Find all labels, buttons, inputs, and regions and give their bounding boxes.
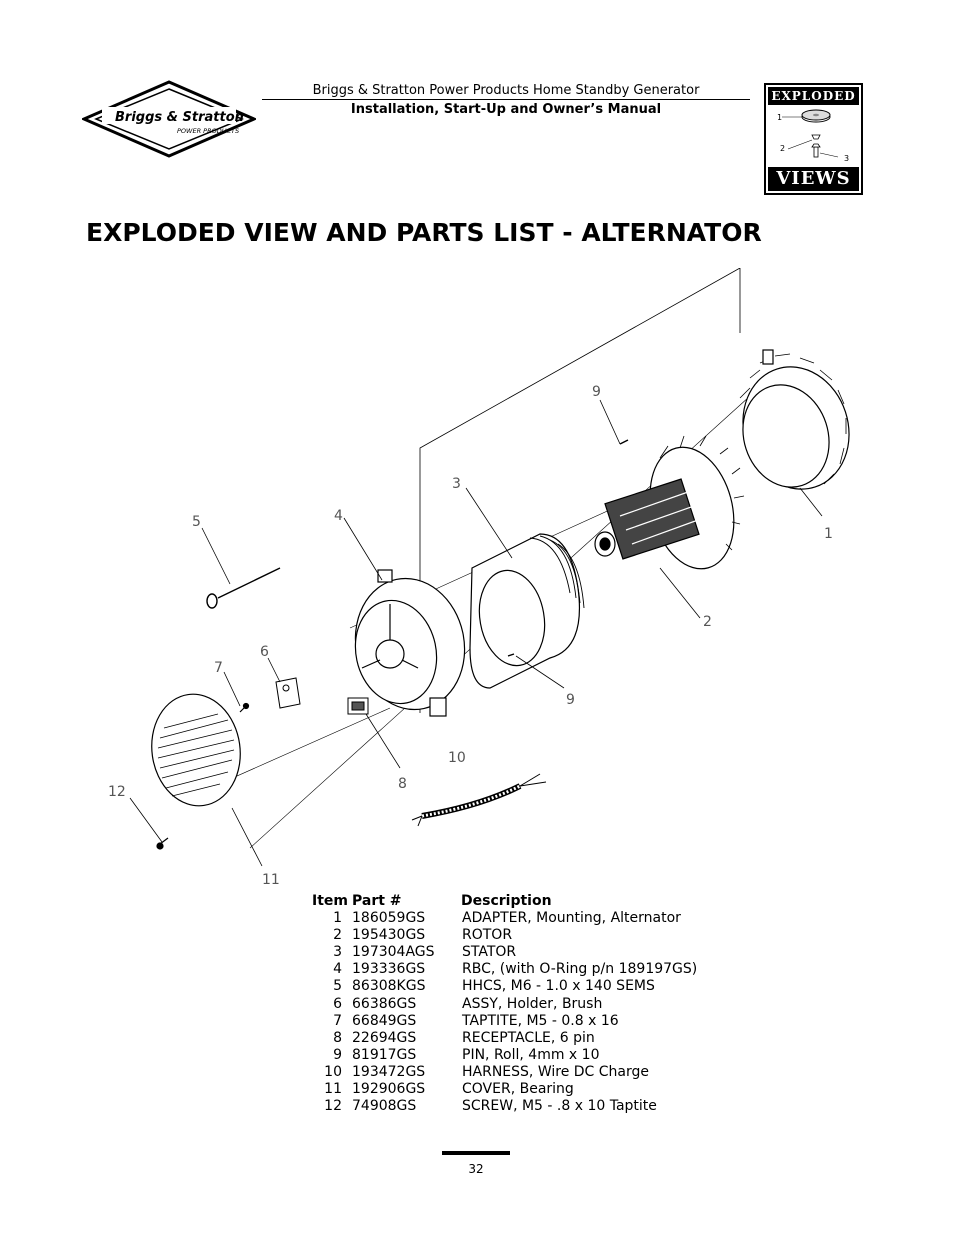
part-description: RBC, (with O-Ring p/n 189197GS) <box>462 961 698 978</box>
callout-12: 12 <box>108 784 126 800</box>
parts-list-header: Item Part # Description <box>312 893 722 910</box>
part-number: 193336GS <box>352 961 426 978</box>
part-stator <box>469 533 585 689</box>
part-harness <box>411 773 547 827</box>
part-brush-holder <box>275 677 301 709</box>
callout-10: 10 <box>448 750 466 766</box>
callout-3: 3 <box>452 476 461 492</box>
footer-rule <box>442 1151 510 1155</box>
part-description: TAPTITE, M5 - 0.8 x 16 <box>462 1012 619 1029</box>
parts-row: 9 81917GS PIN, Roll, 4mm x 10 <box>312 1047 722 1064</box>
badge-callout-2: 2 <box>780 144 785 153</box>
part-number: 192906GS <box>352 1081 426 1098</box>
callout-2: 2 <box>703 614 712 630</box>
item-number: 12 <box>324 1098 342 1115</box>
page-number: 32 <box>468 1162 484 1176</box>
callout-4: 4 <box>334 508 343 524</box>
parts-row: 7 66849GS TAPTITE, M5 - 0.8 x 16 <box>312 1013 722 1030</box>
part-number: 81917GS <box>352 1046 417 1063</box>
logo-wordmark: Briggs & Stratton <box>115 110 244 125</box>
part-number: 66386GS <box>352 995 417 1012</box>
part-description: HARNESS, Wire DC Charge <box>462 1063 650 1080</box>
part-bearing-cover <box>151 693 241 807</box>
part-description: SCREW, M5 - .8 x 10 Taptite <box>462 1098 657 1115</box>
part-roll-pins <box>507 439 629 657</box>
parts-row: 8 22694GS RECEPTACLE, 6 pin <box>312 1030 722 1047</box>
callout-6: 6 <box>260 644 269 660</box>
part-screw-cover <box>156 837 169 850</box>
item-number: 9 <box>333 1046 342 1063</box>
header-description: Description <box>461 893 552 909</box>
part-rbc <box>354 569 466 717</box>
part-description: HHCS, M6 - 1.0 x 140 SEMS <box>462 978 655 995</box>
callout-9-top: 9 <box>592 384 601 400</box>
item-number: 8 <box>333 1029 342 1046</box>
item-number: 10 <box>324 1063 342 1080</box>
part-number: 186059GS <box>352 910 426 927</box>
part-description: PIN, Roll, 4mm x 10 <box>462 1046 600 1063</box>
item-number: 3 <box>333 944 342 961</box>
item-number: 5 <box>333 978 342 995</box>
logo-subtext: POWER PRODUCTS <box>177 127 239 135</box>
header-rule <box>262 99 750 100</box>
item-number: 2 <box>333 927 342 944</box>
parts-row: 6 66386GS ASSY, Holder, Brush <box>312 996 722 1013</box>
part-number: 74908GS <box>352 1098 417 1115</box>
item-number: 7 <box>333 1012 342 1029</box>
part-description: RECEPTACLE, 6 pin <box>462 1029 595 1046</box>
badge-callout-1: 1 <box>777 113 782 122</box>
part-adapter-mounting <box>739 349 850 490</box>
header-line-2: Installation, Start-Up and Owner’s Manua… <box>350 102 662 117</box>
part-hhcs-bolt <box>206 567 281 609</box>
parts-row: 1 186059GS ADAPTER, Mounting, Alternator <box>312 910 722 927</box>
parts-row: 5 86308KGS HHCS, M6 - 1.0 x 140 SEMS <box>312 978 722 995</box>
parts-row: 2 195430GS ROTOR <box>312 927 722 944</box>
badge-callout-3: 3 <box>844 154 849 163</box>
callout-5: 5 <box>192 514 201 530</box>
part-description: ASSY, Holder, Brush <box>462 995 603 1012</box>
part-rotor <box>594 435 745 570</box>
header-line-1: Briggs & Stratton Power Products Home St… <box>312 83 700 98</box>
callout-1: 1 <box>824 526 833 542</box>
part-description: ADAPTER, Mounting, Alternator <box>462 910 681 927</box>
parts-row: 10 193472GS HARNESS, Wire DC Charge <box>312 1064 722 1081</box>
badge-bottom-label: VIEWS <box>768 167 859 191</box>
callout-9-bottom: 9 <box>566 692 575 708</box>
parts-row: 3 197304AGS STATOR <box>312 944 722 961</box>
item-number: 6 <box>333 995 342 1012</box>
parts-row: 11 192906GS COVER, Bearing <box>312 1081 722 1098</box>
header-part: Part # <box>352 893 402 909</box>
alternator-exploded-diagram: 1 2 3 4 5 6 7 8 9 9 10 11 12 <box>108 268 850 888</box>
item-number: 4 <box>333 961 342 978</box>
part-taptite-screw <box>239 702 250 713</box>
item-number: 1 <box>333 910 342 927</box>
badge-illustration: 1 2 3 <box>777 109 849 163</box>
part-description: ROTOR <box>462 927 513 944</box>
callout-8: 8 <box>398 776 407 792</box>
briggs-stratton-logo: Briggs & Stratton POWER PRODUCTS <box>82 80 256 158</box>
part-number: 86308KGS <box>352 978 426 995</box>
part-number: 195430GS <box>352 927 426 944</box>
callout-11: 11 <box>262 872 280 888</box>
part-description: STATOR <box>462 944 517 961</box>
part-description: COVER, Bearing <box>462 1081 574 1098</box>
badge-top-label: EXPLODED <box>768 87 859 105</box>
callout-7: 7 <box>214 660 223 676</box>
parts-list: Item Part # Description 1 186059GS ADAPTER… <box>312 893 722 1115</box>
part-number: 197304AGS <box>352 944 435 961</box>
page-title: EXPLODED VIEW AND PARTS LIST - ALTERNATO… <box>86 218 762 247</box>
item-number: 11 <box>324 1081 342 1098</box>
header: Briggs & Stratton Power Products Home St… <box>262 82 750 118</box>
header-item: Item <box>312 893 348 909</box>
part-number: 193472GS <box>352 1063 426 1080</box>
part-number: 22694GS <box>352 1029 417 1046</box>
parts-row: 12 74908GS SCREW, M5 - .8 x 10 Taptite <box>312 1098 722 1115</box>
part-receptacle <box>347 697 369 715</box>
parts-row: 4 193336GS RBC, (with O-Ring p/n 189197GS) <box>312 961 722 978</box>
part-number: 66849GS <box>352 1012 417 1029</box>
exploded-views-badge: EXPLODED 1 2 3 VIEWS <box>764 83 863 195</box>
